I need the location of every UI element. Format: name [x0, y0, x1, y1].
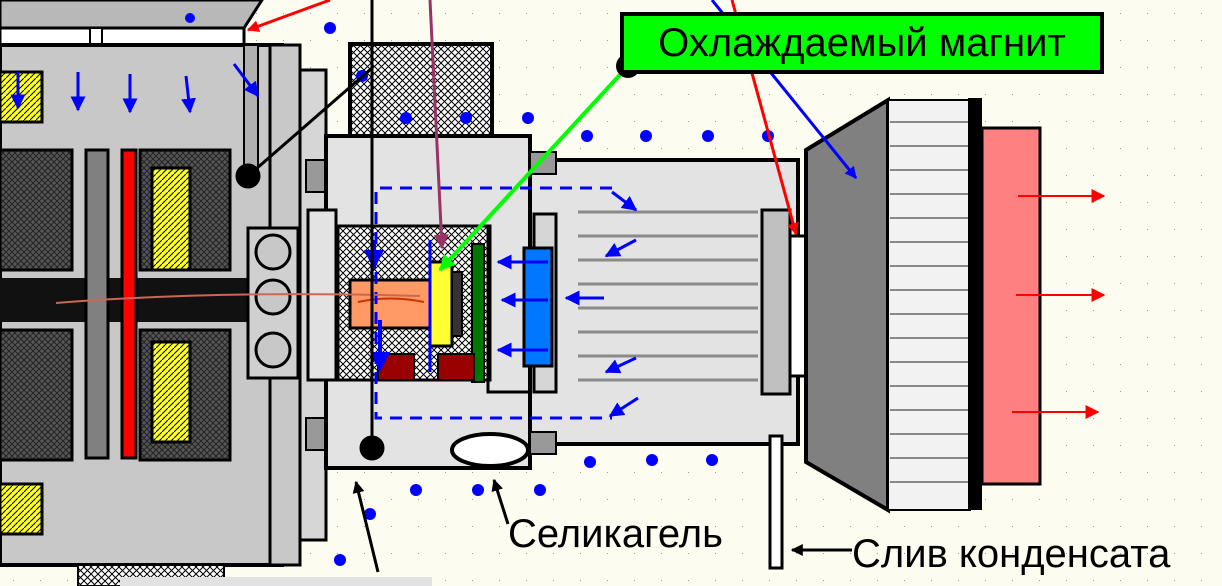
silica-gel-label: Селикагель [508, 512, 723, 556]
airflow-contour [374, 186, 612, 420]
coil-block [150, 340, 192, 444]
condensate-drain-label: Слив конденсата [852, 532, 1171, 576]
cooling-fins [578, 210, 758, 382]
motor-housing [0, 0, 340, 586]
horizontal-scrollbar[interactable] [120, 577, 432, 586]
condensate-drain-tube [768, 434, 784, 570]
coil-block [150, 166, 192, 272]
radiator-assembly [760, 96, 1042, 514]
coil-block [0, 70, 44, 124]
blue-plate [522, 246, 554, 368]
silica-gel-capsule [450, 432, 530, 468]
chamber [298, 42, 800, 570]
cooled-magnet [428, 260, 454, 348]
coil-block [0, 482, 44, 536]
heat-sink-pink [980, 126, 1042, 486]
cooled-magnet-label: Охлаждаемый магнит [620, 12, 1104, 74]
magnet-core [348, 278, 436, 330]
